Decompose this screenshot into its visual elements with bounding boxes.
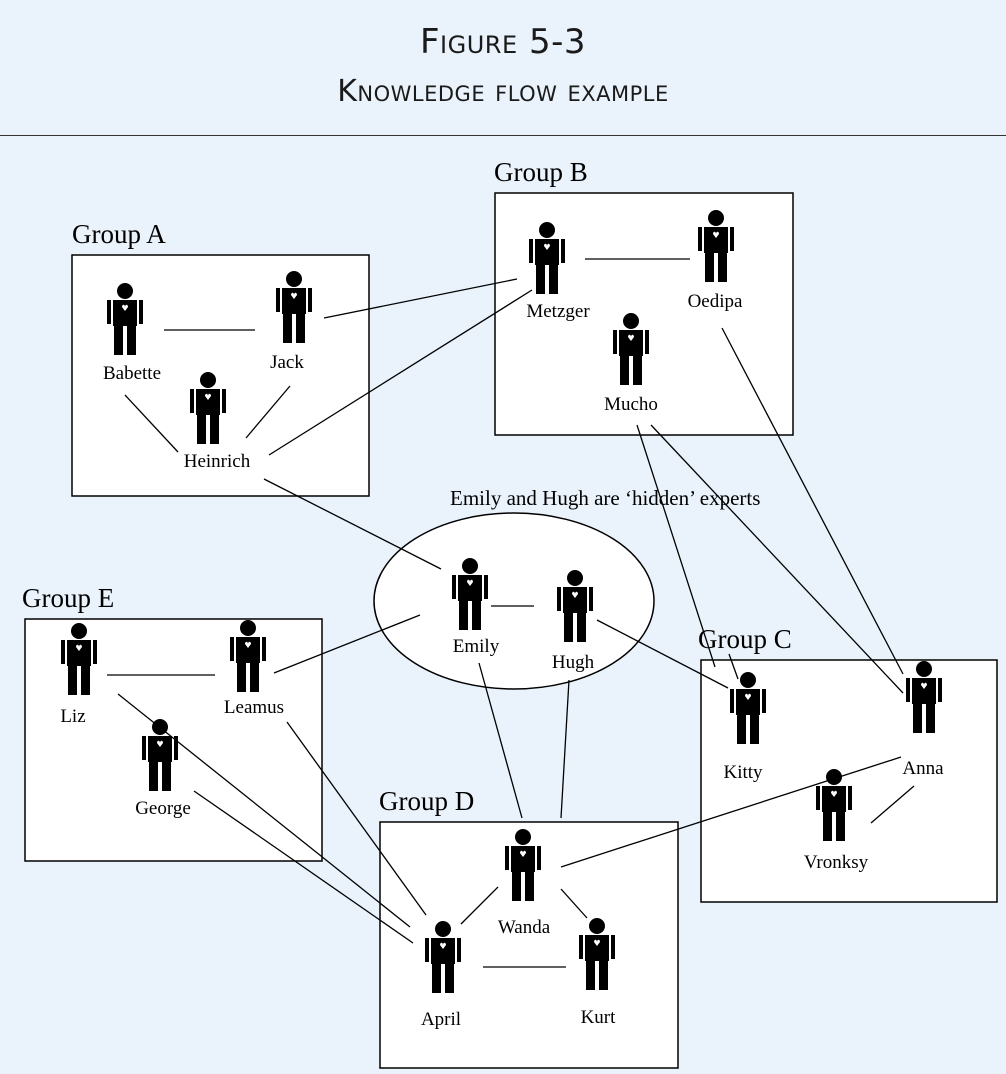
person-vronksy: Vronksy [804, 769, 869, 873]
link-heinrich-emily [263, 478, 442, 570]
figure-caption: Knowledge flow example [337, 74, 669, 109]
person-label: Wanda [498, 917, 551, 938]
link-heinrich-metzger [268, 289, 533, 456]
person-wanda: Wanda [498, 829, 551, 938]
person-mucho: Mucho [604, 313, 658, 415]
hidden-experts-note: Emily and Hugh are ‘hidden’ experts [450, 486, 760, 510]
link-kitty-group-c-edge [728, 653, 739, 680]
person-kitty: Kitty [723, 672, 766, 783]
link-oedipa-anna [721, 327, 904, 675]
person-george: George [135, 719, 191, 819]
person-heinrich: Heinrich [184, 372, 251, 472]
person-emily: Emily [452, 558, 500, 657]
link-jack-heinrich [245, 385, 291, 439]
person-label: Jack [270, 352, 304, 373]
group-b-label: Group B [494, 157, 588, 187]
group-d-label: Group D [379, 786, 474, 816]
link-babette-heinrich [124, 394, 179, 453]
connections [107, 258, 915, 968]
person-babette: Babette [103, 283, 161, 384]
link-anna-wanda [560, 756, 902, 868]
person-kurt: Kurt [579, 918, 616, 1028]
title-divider [0, 135, 1006, 136]
link-wanda-kurt [560, 888, 588, 919]
person-label: Emily [453, 636, 500, 657]
group-b-box [494, 192, 794, 436]
person-label: Leamus [224, 697, 284, 718]
person-label: Mucho [604, 394, 658, 415]
person-label: Liz [60, 706, 85, 727]
person-label: Oedipa [688, 291, 743, 312]
person-leamus: Leamus [224, 620, 284, 718]
person-label: Kurt [581, 1007, 617, 1028]
person-hugh: Hugh [552, 570, 595, 673]
person-jack: Jack [270, 271, 312, 373]
person-label: Anna [902, 758, 944, 779]
person-label: George [135, 798, 191, 819]
link-mucho-kitty [636, 424, 716, 668]
group-e-label: Group E [22, 583, 114, 613]
person-label: Metzger [526, 301, 590, 322]
group-c-label: Group C [698, 624, 792, 654]
person-label: April [421, 1009, 461, 1030]
link-emily-leamus [273, 614, 421, 674]
link-wanda-april [460, 886, 499, 925]
person-oedipa: Oedipa [688, 210, 743, 312]
hidden-experts-ellipse [373, 512, 655, 690]
link-leamus-april [286, 721, 427, 916]
figure-number: Figure 5-3 [420, 22, 586, 62]
link-jack-metzger [323, 278, 518, 319]
person-april: April [421, 921, 461, 1030]
person-liz: Liz [60, 623, 97, 727]
link-hugh-wanda [560, 679, 570, 819]
group-a-label: Group A [72, 219, 166, 249]
link-george-april [193, 790, 414, 944]
link-emily-wanda [478, 662, 523, 819]
link-anna-vronksy [870, 785, 915, 824]
person-metzger: Metzger [526, 222, 590, 322]
link-hugh-kitty [596, 619, 729, 689]
person-label: Vronksy [804, 852, 869, 873]
link-liz-april [117, 693, 411, 928]
person-anna: Anna [902, 661, 944, 779]
person-label: Kitty [723, 762, 763, 783]
link-mucho-anna [650, 424, 904, 694]
person-label: Babette [103, 363, 161, 384]
person-label: Heinrich [184, 451, 251, 472]
person-label: Hugh [552, 652, 595, 673]
